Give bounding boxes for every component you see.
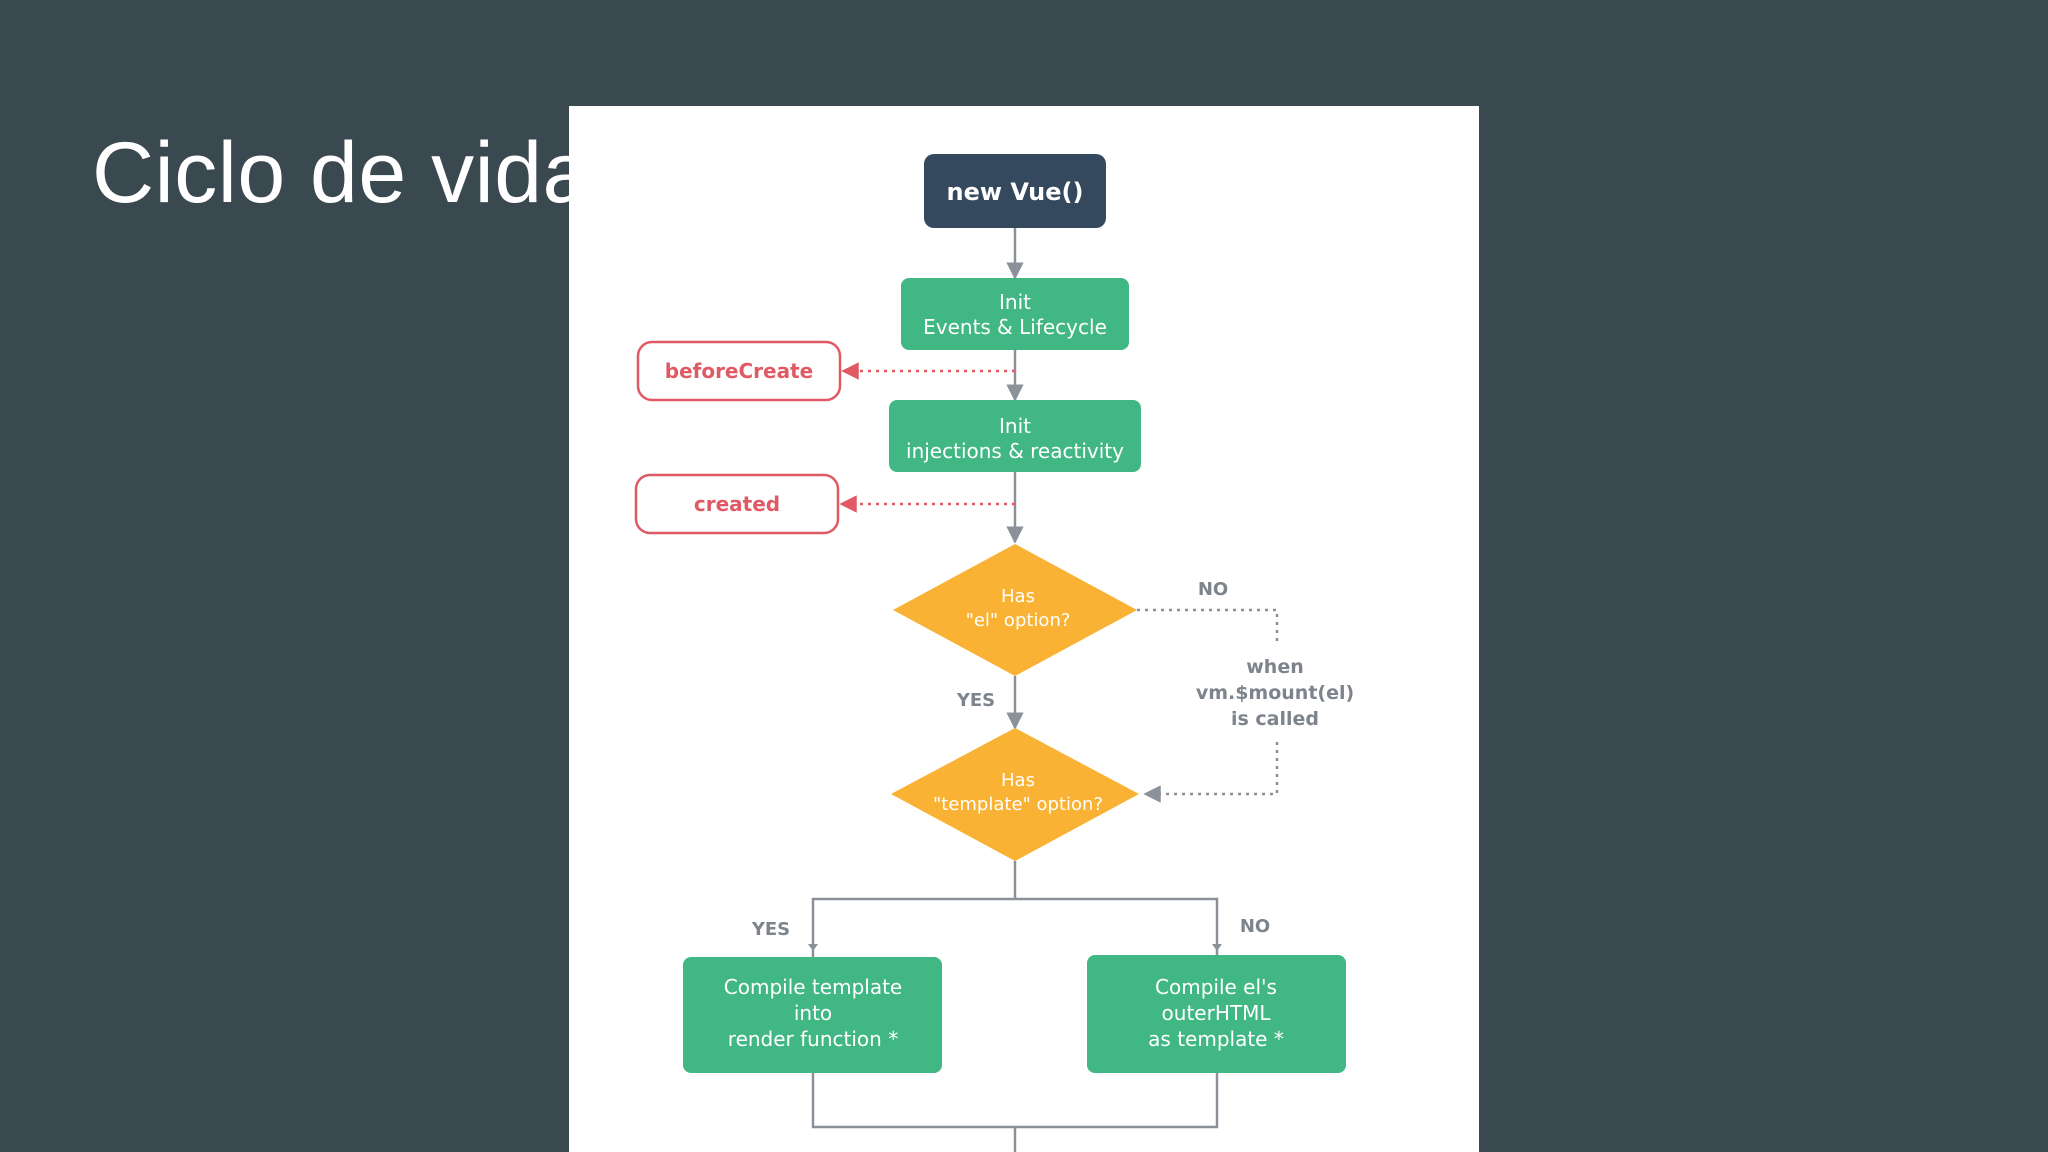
init-injections-node: Init injections & reactivity [889, 400, 1141, 472]
mount-note: when vm.$mount(el) is called [1196, 656, 1354, 730]
compile-el-line-3: as template * [1148, 1027, 1284, 1051]
compile-template-line-2: into [794, 1001, 832, 1025]
decision-el-line-1: Has [1001, 586, 1035, 607]
before-create-hook: beforeCreate [636, 340, 842, 402]
compile-template-line-1: Compile template [724, 975, 902, 999]
init-injections-line-2: injections & reactivity [906, 439, 1124, 463]
mount-note-line-3: is called [1231, 708, 1319, 730]
decision-el-option: Has "el" option? [893, 544, 1137, 676]
created-hook: created [634, 473, 840, 535]
label-no-el: NO [1198, 579, 1228, 600]
start-node: new Vue() [924, 154, 1106, 228]
init-events-line-1: Init [999, 290, 1031, 314]
label-yes-template: YES [751, 919, 790, 940]
init-events-line-2: Events & Lifecycle [923, 315, 1107, 339]
mount-note-line-2: vm.$mount(el) [1196, 682, 1354, 704]
label-no-template: NO [1240, 916, 1270, 937]
init-events-node: Init Events & Lifecycle [901, 278, 1129, 350]
decision-template-line-2: "template" option? [933, 794, 1103, 815]
lifecycle-diagram: new Vue() Init Events & Lifecycle before… [569, 106, 1479, 1152]
mount-connector [1137, 608, 1279, 803]
created-label: created [694, 492, 780, 516]
start-node-label: new Vue() [947, 178, 1084, 206]
connector-lines [808, 228, 1222, 1152]
before-create-label: beforeCreate [665, 359, 813, 383]
mount-note-line-1: when [1246, 656, 1304, 678]
compile-el-line-1: Compile el's [1155, 975, 1277, 999]
slide-title: Ciclo de vida [92, 125, 591, 221]
compile-template-node: Compile template into render function * [683, 957, 942, 1073]
decision-template-option: Has "template" option? [891, 728, 1139, 861]
decision-template-line-1: Has [1001, 770, 1035, 791]
compile-template-line-3: render function * [728, 1027, 898, 1051]
hook-connectors [839, 362, 1015, 513]
label-yes-el: YES [956, 690, 995, 711]
decision-el-line-2: "el" option? [966, 610, 1071, 631]
compile-el-node: Compile el's outerHTML as template * [1087, 955, 1346, 1073]
compile-el-line-2: outerHTML [1162, 1001, 1272, 1025]
init-injections-line-1: Init [999, 414, 1031, 438]
